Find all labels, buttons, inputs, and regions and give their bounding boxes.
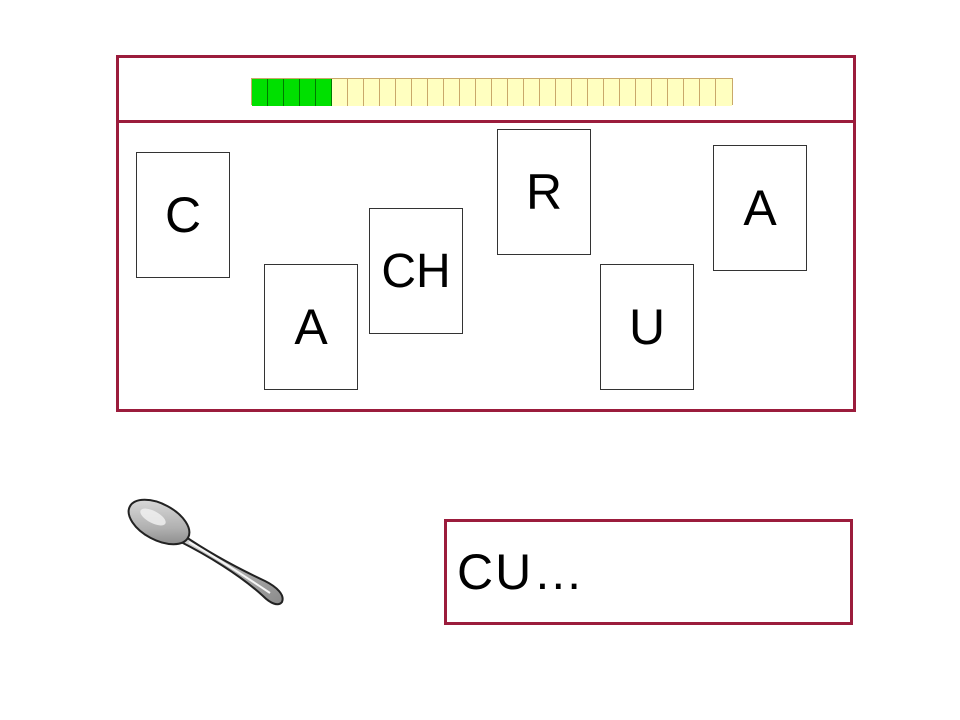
progress-segment-empty [668, 79, 684, 106]
progress-segment-empty [428, 79, 444, 106]
progress-segment-empty [636, 79, 652, 106]
progress-panel [119, 58, 853, 123]
letter-card-a-right[interactable]: A [713, 145, 807, 271]
progress-segment-empty [476, 79, 492, 106]
letter-card-a[interactable]: A [264, 264, 358, 390]
progress-segment-empty [588, 79, 604, 106]
letter-card-r[interactable]: R [497, 129, 591, 255]
progress-segment-empty [332, 79, 348, 106]
progress-segment-empty [524, 79, 540, 106]
progress-segment-empty [380, 79, 396, 106]
progress-segment-empty [412, 79, 428, 106]
progress-segment-empty [684, 79, 700, 106]
progress-segment-empty [396, 79, 412, 106]
progress-segment-empty [508, 79, 524, 106]
progress-segment-filled [316, 79, 332, 106]
progress-segment-empty [620, 79, 636, 106]
progress-segment-empty [460, 79, 476, 106]
progress-segment-empty [700, 79, 716, 106]
letter-card-u[interactable]: U [600, 264, 694, 390]
progress-segment-empty [540, 79, 556, 106]
progress-segment-filled [300, 79, 316, 106]
progress-segment-empty [652, 79, 668, 106]
answer-field[interactable]: CU… [444, 519, 853, 625]
letter-card-ch[interactable]: CH [369, 208, 463, 334]
spoon-icon [125, 495, 290, 615]
progress-segment-empty [716, 79, 732, 106]
progress-segment-empty [604, 79, 620, 106]
progress-bar [251, 78, 733, 106]
answer-text: CU… [457, 544, 586, 600]
letter-board [116, 55, 856, 412]
progress-segment-empty [348, 79, 364, 106]
progress-segment-empty [364, 79, 380, 106]
progress-segment-empty [492, 79, 508, 106]
letter-card-c[interactable]: C [136, 152, 230, 278]
progress-segment-empty [444, 79, 460, 106]
progress-segment-filled [268, 79, 284, 106]
progress-segment-empty [572, 79, 588, 106]
progress-segment-filled [284, 79, 300, 106]
progress-segment-empty [556, 79, 572, 106]
progress-segment-filled [252, 79, 268, 106]
